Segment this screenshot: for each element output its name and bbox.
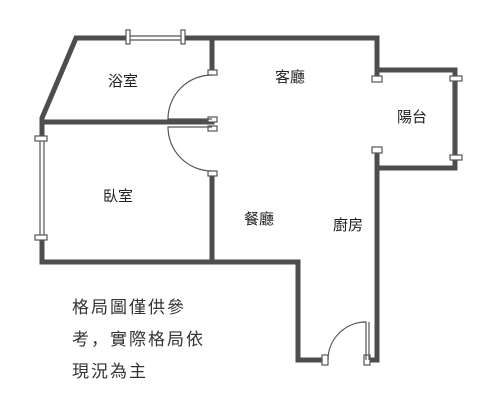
door-jamb xyxy=(371,75,383,83)
room-label-bathroom: 浴室 xyxy=(108,72,138,90)
door-swing-bathroom xyxy=(167,74,213,120)
door-jamb xyxy=(321,354,329,366)
wall-top-right xyxy=(180,35,380,79)
wall-balcony xyxy=(374,67,458,171)
door-jamb xyxy=(207,170,218,177)
room-label-living-room: 客廳 xyxy=(275,68,305,86)
wall-top-left xyxy=(39,35,131,141)
door-jamb xyxy=(207,125,218,132)
disclaimer-line: 考，實際格局依 xyxy=(72,330,205,350)
window-jamb xyxy=(449,75,463,82)
room-label-dining-room: 餐廳 xyxy=(244,210,274,228)
doors xyxy=(167,69,383,366)
window-jamb xyxy=(125,29,131,45)
wall-bottom xyxy=(209,259,327,363)
window-jamb xyxy=(180,29,186,45)
room-label-kitchen: 廚房 xyxy=(333,216,363,234)
disclaimer-line: 現況為主 xyxy=(72,362,148,382)
windows xyxy=(34,29,463,241)
outer-walls xyxy=(39,35,458,363)
room-label-bedroom: 臥室 xyxy=(103,187,133,205)
door-jamb xyxy=(363,354,371,366)
wall-bedroom xyxy=(39,235,215,265)
door-jamb xyxy=(207,69,218,76)
window-jamb xyxy=(34,234,48,241)
door-swing-bedroom xyxy=(167,126,213,172)
door-swing-entrance xyxy=(327,321,367,361)
disclaimer-line: 格局圖僅供參 xyxy=(72,298,186,318)
door-jamb xyxy=(371,146,383,154)
room-label-balcony: 陽台 xyxy=(397,108,427,126)
window-jamb xyxy=(34,135,48,142)
wall-kitchen-right xyxy=(363,165,380,363)
interior-walls xyxy=(39,35,215,265)
window-jamb xyxy=(449,154,463,161)
disclaimer-note: 格局圖僅供參 考，實際格局依 現況為主 xyxy=(72,292,302,388)
